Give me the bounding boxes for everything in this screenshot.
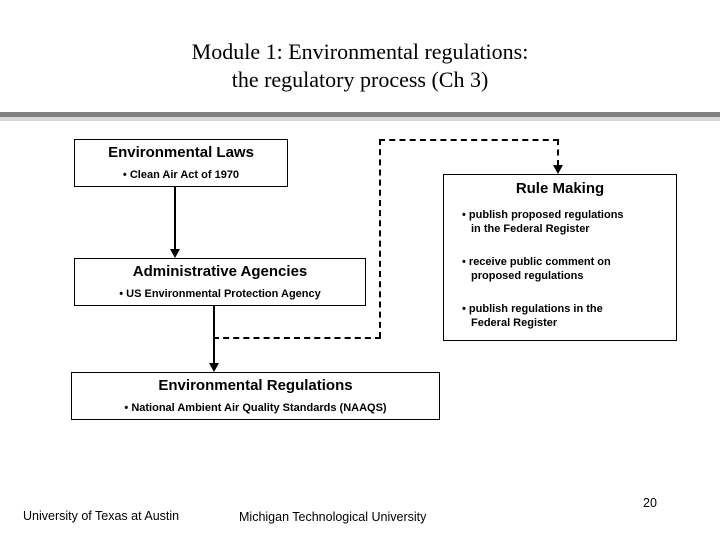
slide-number: 20: [643, 496, 657, 510]
rule-making-item-3-line-1: • publish regulations in the: [462, 303, 603, 315]
arrow-agencies-to-regulations-line: [213, 306, 215, 363]
dashed-connector-right-vertical: [557, 139, 559, 166]
rule-making-item-1-line-2: in the Federal Register: [471, 223, 590, 235]
box-administrative-agencies-heading: Administrative Agencies: [132, 263, 308, 280]
arrowhead-laws-to-agencies-icon: [170, 249, 180, 258]
rule-making-item-2-line-2: proposed regulations: [471, 270, 584, 282]
footer-left-text: University of Texas at Austin: [23, 509, 180, 523]
rule-making-item-3-line-2: Federal Register: [471, 317, 558, 329]
box-environmental-laws-bullet: • Clean Air Act of 1970: [122, 169, 240, 181]
rule-making-item-2-line-1: • receive public comment on: [462, 256, 611, 268]
page-title: Module 1: Environmental regulations: the…: [0, 38, 720, 94]
title-divider: [0, 112, 720, 121]
box-administrative-agencies: Administrative Agencies • US Environment…: [74, 258, 366, 306]
page-title-line-1: Module 1: Environmental regulations:: [191, 39, 529, 64]
box-environmental-regulations-bullet: • National Ambient Air Quality Standards…: [124, 402, 387, 414]
box-environmental-laws-heading: Environmental Laws: [108, 144, 254, 161]
arrowhead-to-rule-making-icon: [553, 165, 563, 174]
arrow-laws-to-agencies-line: [174, 187, 176, 249]
title-divider-light: [0, 117, 720, 121]
rule-making-item-1-line-1: • publish proposed regulations: [462, 209, 624, 221]
arrowhead-agencies-to-regulations-icon: [209, 363, 219, 372]
box-environmental-regulations-heading: Environmental Regulations: [158, 377, 353, 394]
title-divider-dark: [0, 112, 720, 117]
box-administrative-agencies-bullet: • US Environmental Protection Agency: [119, 288, 321, 300]
page-title-line-2: the regulatory process (Ch 3): [231, 67, 489, 92]
rule-making-item-3: • publish regulations in the Federal Reg…: [444, 302, 676, 330]
footer-center-text: Michigan Technological University: [239, 510, 427, 524]
dashed-connector-left-vertical: [379, 139, 381, 338]
box-environmental-laws: Environmental Laws • Clean Air Act of 19…: [74, 139, 288, 187]
box-rule-making-heading: Rule Making: [515, 180, 605, 197]
rule-making-item-1: • publish proposed regulations in the Fe…: [444, 208, 676, 236]
dashed-connector-top-horizontal: [379, 139, 559, 141]
box-rule-making: Rule Making • publish proposed regulatio…: [443, 174, 677, 341]
rule-making-item-2: • receive public comment on proposed reg…: [444, 255, 676, 283]
dashed-connector-bottom-horizontal: [213, 337, 381, 339]
box-environmental-regulations: Environmental Regulations • National Amb…: [71, 372, 440, 420]
